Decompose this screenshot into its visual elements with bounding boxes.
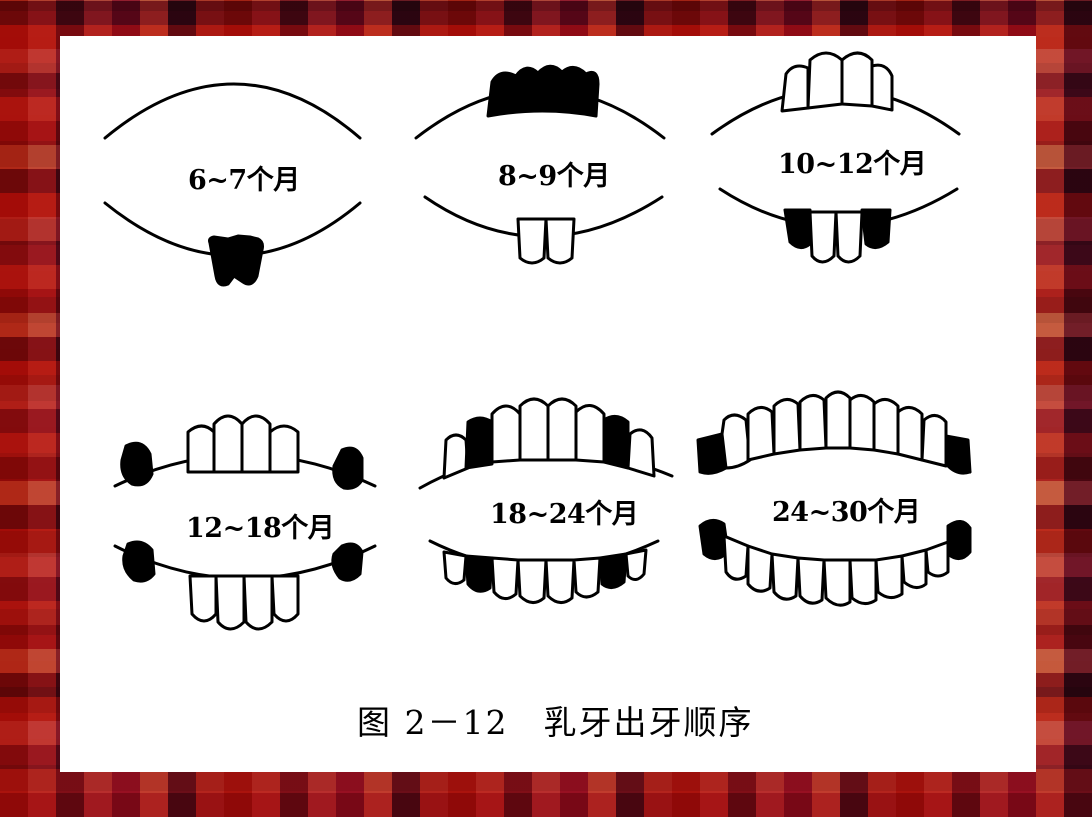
existing-tooth: [924, 540, 950, 578]
existing-tooth: [874, 554, 904, 599]
existing-tooth: [720, 413, 752, 470]
lower-right-molar: [331, 542, 364, 582]
existing-tooth: [896, 406, 924, 462]
stage-8-9-diagram: [414, 64, 666, 265]
existing-tooth: [772, 398, 802, 456]
existing-tooth: [544, 217, 576, 265]
existing-tooth: [490, 404, 522, 464]
existing-tooth: [848, 558, 878, 605]
erupting-tooth: [602, 415, 630, 470]
existing-tooth: [214, 574, 246, 631]
existing-tooth: [546, 397, 578, 462]
existing-tooth: [746, 544, 774, 593]
upper-right-molar: [332, 446, 364, 490]
existing-tooth: [186, 424, 216, 474]
existing-tooth: [242, 574, 274, 631]
upper-gum-line: [103, 82, 362, 140]
existing-tooth: [240, 414, 272, 474]
existing-tooth: [824, 390, 852, 450]
existing-tooth: [808, 210, 838, 264]
existing-tooth: [920, 414, 948, 468]
existing-tooth: [270, 574, 300, 623]
existing-tooth: [770, 552, 800, 601]
existing-tooth: [442, 433, 470, 480]
lower-left-molar: [122, 540, 156, 583]
existing-tooth: [188, 574, 218, 623]
erupting-tooth: [208, 234, 264, 287]
existing-tooth: [780, 64, 810, 113]
existing-tooth: [822, 558, 852, 607]
figure-panel: 6~7个月 8~9个月 10~12个月 12~18个月 18~24个月 24~3…: [60, 36, 1036, 772]
stage-24-30-diagram: [696, 390, 972, 607]
erupting-tooth: [783, 208, 812, 249]
erupting-tooth: [860, 208, 892, 249]
existing-tooth: [872, 398, 900, 456]
existing-tooth: [212, 414, 244, 474]
erupting-tooth: [464, 416, 494, 470]
existing-tooth: [518, 397, 550, 462]
erupting-tooth: [464, 554, 494, 593]
existing-tooth: [490, 556, 520, 600]
existing-tooth: [796, 556, 826, 605]
existing-tooth: [746, 406, 776, 462]
stage-6-7-diagram: [103, 82, 362, 287]
stage-label-10-12: 10~12个月: [778, 149, 927, 180]
existing-tooth: [722, 534, 750, 581]
stage-label-6-7: 6~7个月: [188, 165, 300, 196]
existing-tooth: [572, 556, 602, 599]
existing-tooth: [848, 394, 876, 452]
existing-tooth: [442, 550, 468, 585]
erupting-tooth: [946, 520, 972, 560]
erupting-tooth: [486, 64, 600, 118]
existing-tooth: [516, 217, 548, 265]
stage-12-18-diagram: [113, 414, 377, 631]
existing-tooth: [268, 424, 300, 474]
stage-10-12-diagram: [710, 51, 961, 264]
stage-18-24-diagram: [418, 397, 674, 604]
stage-label-24-30: 24~30个月: [772, 497, 921, 528]
existing-tooth: [544, 558, 576, 604]
existing-tooth: [870, 63, 894, 112]
teeth-diagram: [103, 51, 972, 631]
stage-label-12-18: 12~18个月: [186, 513, 335, 544]
erupting-tooth: [944, 434, 972, 475]
existing-tooth: [840, 51, 874, 108]
existing-tooth: [806, 51, 844, 110]
existing-tooth: [798, 394, 828, 452]
existing-tooth: [574, 404, 606, 464]
existing-tooth: [834, 210, 864, 264]
figure-caption: 图 2－12 乳牙出牙顺序: [357, 703, 754, 742]
existing-tooth: [900, 548, 928, 589]
upper-left-molar: [120, 441, 154, 487]
existing-tooth: [516, 558, 548, 604]
stage-label-8-9: 8~9个月: [498, 161, 610, 192]
existing-tooth: [626, 428, 656, 478]
erupting-tooth: [598, 552, 628, 589]
stage-label-18-24: 18~24个月: [490, 499, 639, 530]
existing-tooth: [624, 548, 648, 581]
